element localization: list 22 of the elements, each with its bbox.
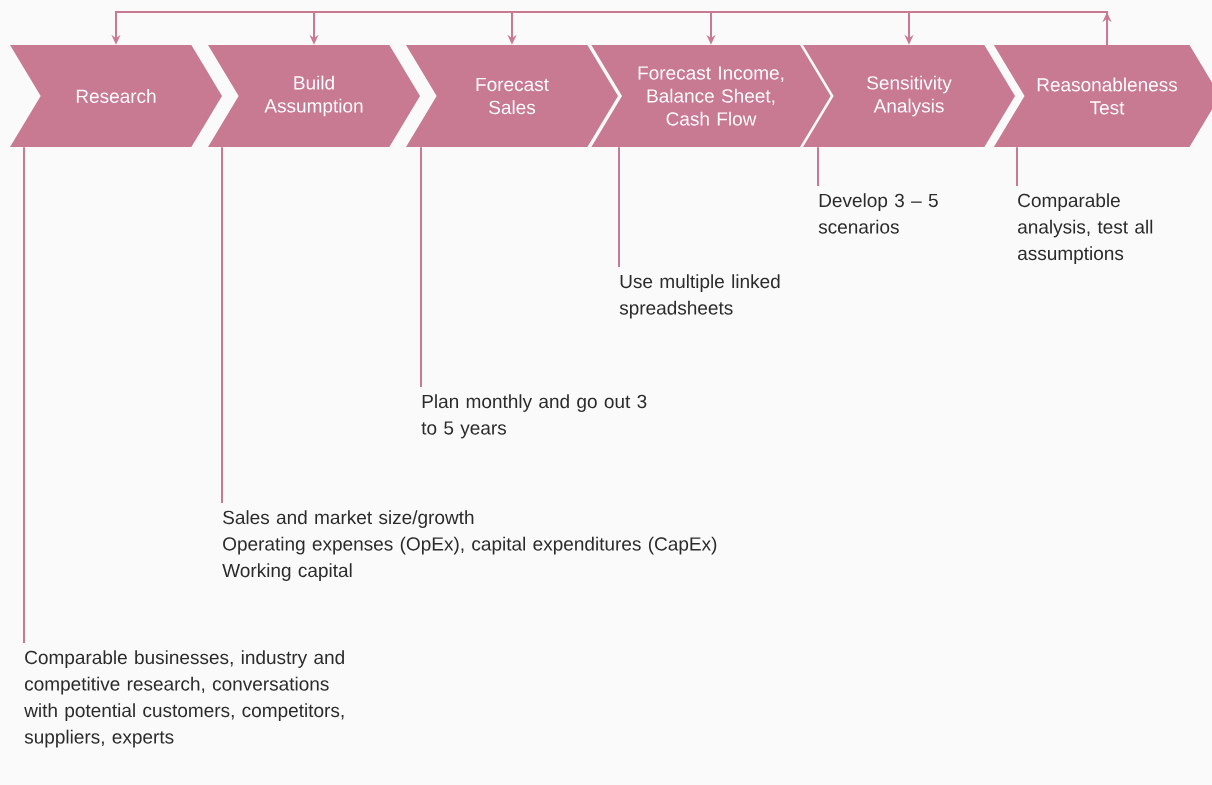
node-label: Sensitivity Analysis — [867, 75, 952, 117]
chevron-step: Forecast Sales — [406, 45, 618, 147]
chevron-step: Build Assumption — [208, 45, 420, 147]
annotation-text: Sales and market size/growth Operating expenses (OpEx), capital expenditures (CapEx) Working capital — [222, 510, 717, 581]
annotation-text: Use multiple linked spreadsheets — [619, 274, 780, 319]
leader-line — [420, 146, 422, 388]
node-label: Reasonableness Test — [1037, 77, 1178, 115]
leader-line — [618, 146, 620, 268]
chevron-step: Research — [10, 45, 222, 147]
annotation-text: Plan monthly and go out 3 to 5 years — [421, 394, 647, 439]
annotation-text: Comparable analysis, test all assumptions — [1018, 193, 1153, 264]
leader-line — [221, 146, 223, 504]
leader-line — [1016, 146, 1018, 187]
leader-line — [23, 146, 25, 644]
chevron-step: Sensitivity Analysis — [803, 45, 1015, 147]
leader-line — [817, 146, 819, 187]
chevron-step: Forecast Income, Balance Sheet, Cash Flow — [591, 45, 831, 147]
annotation-text: Comparable businesses, industry and competitive research, conversations with potential customers, competitors, suppliers, experts — [24, 650, 344, 748]
node-label: Forecast Income, Balance Sheet, Cash Flow — [638, 66, 784, 126]
chevron-step: Reasonableness Test — [993, 45, 1212, 147]
node-label: Forecast Sales — [476, 77, 549, 115]
annotation-text: Develop 3 – 5 scenarios — [818, 193, 938, 234]
